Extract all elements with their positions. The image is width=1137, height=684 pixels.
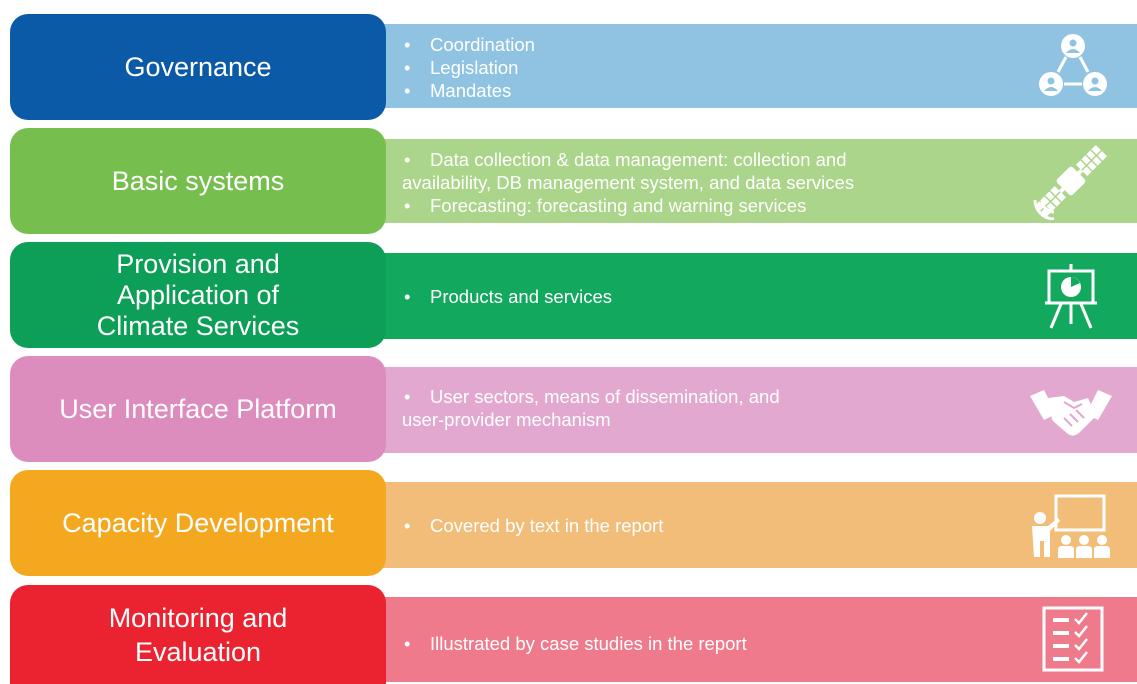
basic-systems-pill: Basic systems xyxy=(10,128,386,234)
handshake-icon xyxy=(1030,390,1112,436)
provision-title-line: Provision and xyxy=(116,248,280,279)
bullet-text: Illustrated by case studies in the repor… xyxy=(430,633,747,654)
presentation-chart-icon xyxy=(1045,264,1097,329)
bullet-text: User sectors, means of dissemination, an… xyxy=(430,386,780,407)
satellite-icon xyxy=(1033,144,1108,220)
basic-systems-bullets: •Data collection & data management: coll… xyxy=(402,149,855,216)
bullet-text: user-provider mechanism xyxy=(402,409,611,430)
governance-title: Governance xyxy=(124,51,272,82)
bullet-text: Covered by text in the report xyxy=(430,515,664,536)
basic-systems-title: Basic systems xyxy=(111,165,285,196)
governance-pill: Governance xyxy=(10,14,386,120)
user-interface-bullets: •User sectors, means of dissemination, a… xyxy=(402,386,780,430)
monitoring-bullets: •Illustrated by case studies in the repo… xyxy=(404,633,747,654)
checklist-icon xyxy=(1042,606,1104,672)
monitoring-title-line: Evaluation xyxy=(134,636,262,667)
capacity-pill: Capacity Development xyxy=(10,470,386,576)
basic-systems-band xyxy=(372,139,1137,223)
monitoring-title-line: Monitoring and xyxy=(108,602,288,633)
bullet-text: Coordination xyxy=(430,34,535,55)
capacity-bullets: •Covered by text in the report xyxy=(404,515,664,536)
governance-bullets: •Coordination •Legislation •Mandates xyxy=(404,34,535,101)
user-interface-title: User Interface Platform xyxy=(59,393,337,424)
network-icon xyxy=(1039,34,1107,96)
provision-bullets: •Products and services xyxy=(404,286,613,307)
provision-title-line: Application of xyxy=(116,279,280,310)
provision-pill: Provision and Application of Climate Ser… xyxy=(10,242,386,348)
capacity-band xyxy=(372,482,1137,568)
user-interface-band xyxy=(372,367,1137,453)
capacity-title: Capacity Development xyxy=(62,507,334,538)
user-interface-pill: User Interface Platform xyxy=(10,356,386,462)
teacher-classroom-icon xyxy=(1032,494,1110,558)
bullet-text: Forecasting: forecasting and warning ser… xyxy=(430,195,807,216)
provision-title-line: Climate Services xyxy=(96,310,300,341)
governance-band xyxy=(372,24,1137,108)
monitoring-band xyxy=(372,597,1137,682)
monitoring-pill: Monitoring and Evaluation xyxy=(10,585,386,684)
bullet-text: availability, DB management system, and … xyxy=(402,172,855,193)
provision-band xyxy=(372,253,1137,339)
bullet-text: Data collection & data management: colle… xyxy=(430,149,847,170)
bullet-text: Mandates xyxy=(430,80,512,101)
bullet-text: Products and services xyxy=(430,286,613,307)
bullet-text: Legislation xyxy=(430,57,519,78)
